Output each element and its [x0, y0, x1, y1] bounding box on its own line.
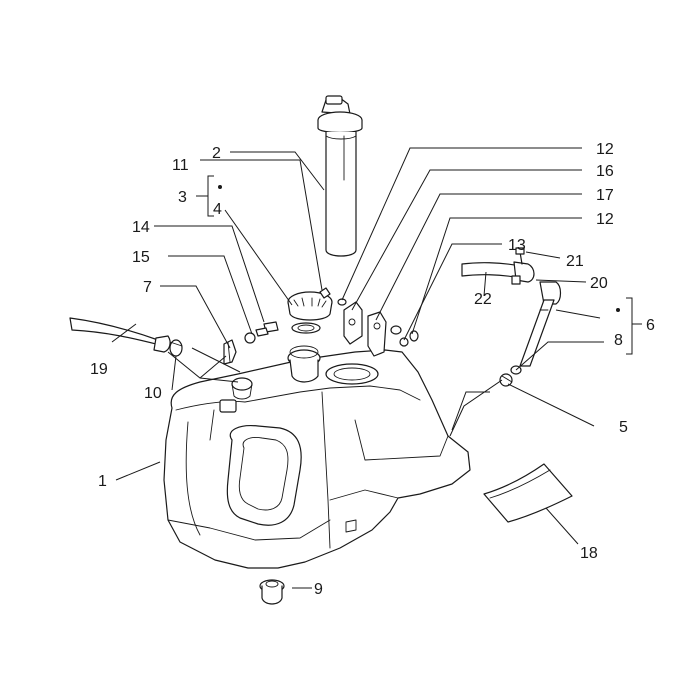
hose-clamp-10	[169, 339, 183, 357]
callout-8: 8	[614, 332, 623, 349]
callout-12b: 12	[596, 211, 614, 228]
callout-1: 1	[98, 473, 107, 490]
callout-10: 10	[144, 385, 162, 402]
callout-labels: 1 2 3 4 5 6 7 8 9 10 11 12 12 13 14 15 1…	[90, 141, 655, 598]
callout-14: 14	[132, 219, 150, 236]
fuel-tank-body	[163, 345, 471, 569]
callout-6: 6	[646, 317, 655, 334]
grommet-9	[259, 579, 285, 605]
callout-19: 19	[90, 361, 108, 378]
callout-12a: 12	[596, 141, 614, 158]
screw-11	[319, 287, 331, 299]
callout-3: 3	[178, 189, 187, 206]
callout-16: 16	[596, 163, 614, 180]
filler-cap	[287, 291, 333, 334]
fuel-pump-sender	[317, 95, 363, 257]
callout-22: 22	[474, 291, 492, 308]
callout-21: 21	[566, 253, 584, 270]
callout-2: 2	[212, 145, 221, 162]
level-sensor-rod	[510, 281, 562, 375]
callout-15: 15	[132, 249, 150, 266]
callout-20: 20	[590, 275, 608, 292]
callout-17: 17	[596, 187, 614, 204]
callout-7: 7	[143, 279, 152, 296]
clip-7	[223, 339, 237, 365]
callout-5: 5	[619, 419, 628, 436]
mounting-bracket	[337, 298, 419, 357]
callout-4: 4	[213, 201, 222, 218]
vent-hose-22	[461, 247, 535, 285]
bracket-6-8	[616, 297, 642, 355]
breather-hose-19	[69, 317, 171, 353]
callout-11: 11	[172, 157, 189, 174]
heat-shield-18	[483, 463, 573, 523]
bracket-3-4	[196, 175, 222, 217]
callout-13: 13	[508, 237, 526, 254]
clamp-5	[499, 373, 513, 387]
callout-18: 18	[580, 545, 598, 562]
callout-9: 9	[314, 581, 323, 598]
bolt-14-washer-15	[244, 321, 279, 344]
leader-lines	[111, 147, 604, 589]
